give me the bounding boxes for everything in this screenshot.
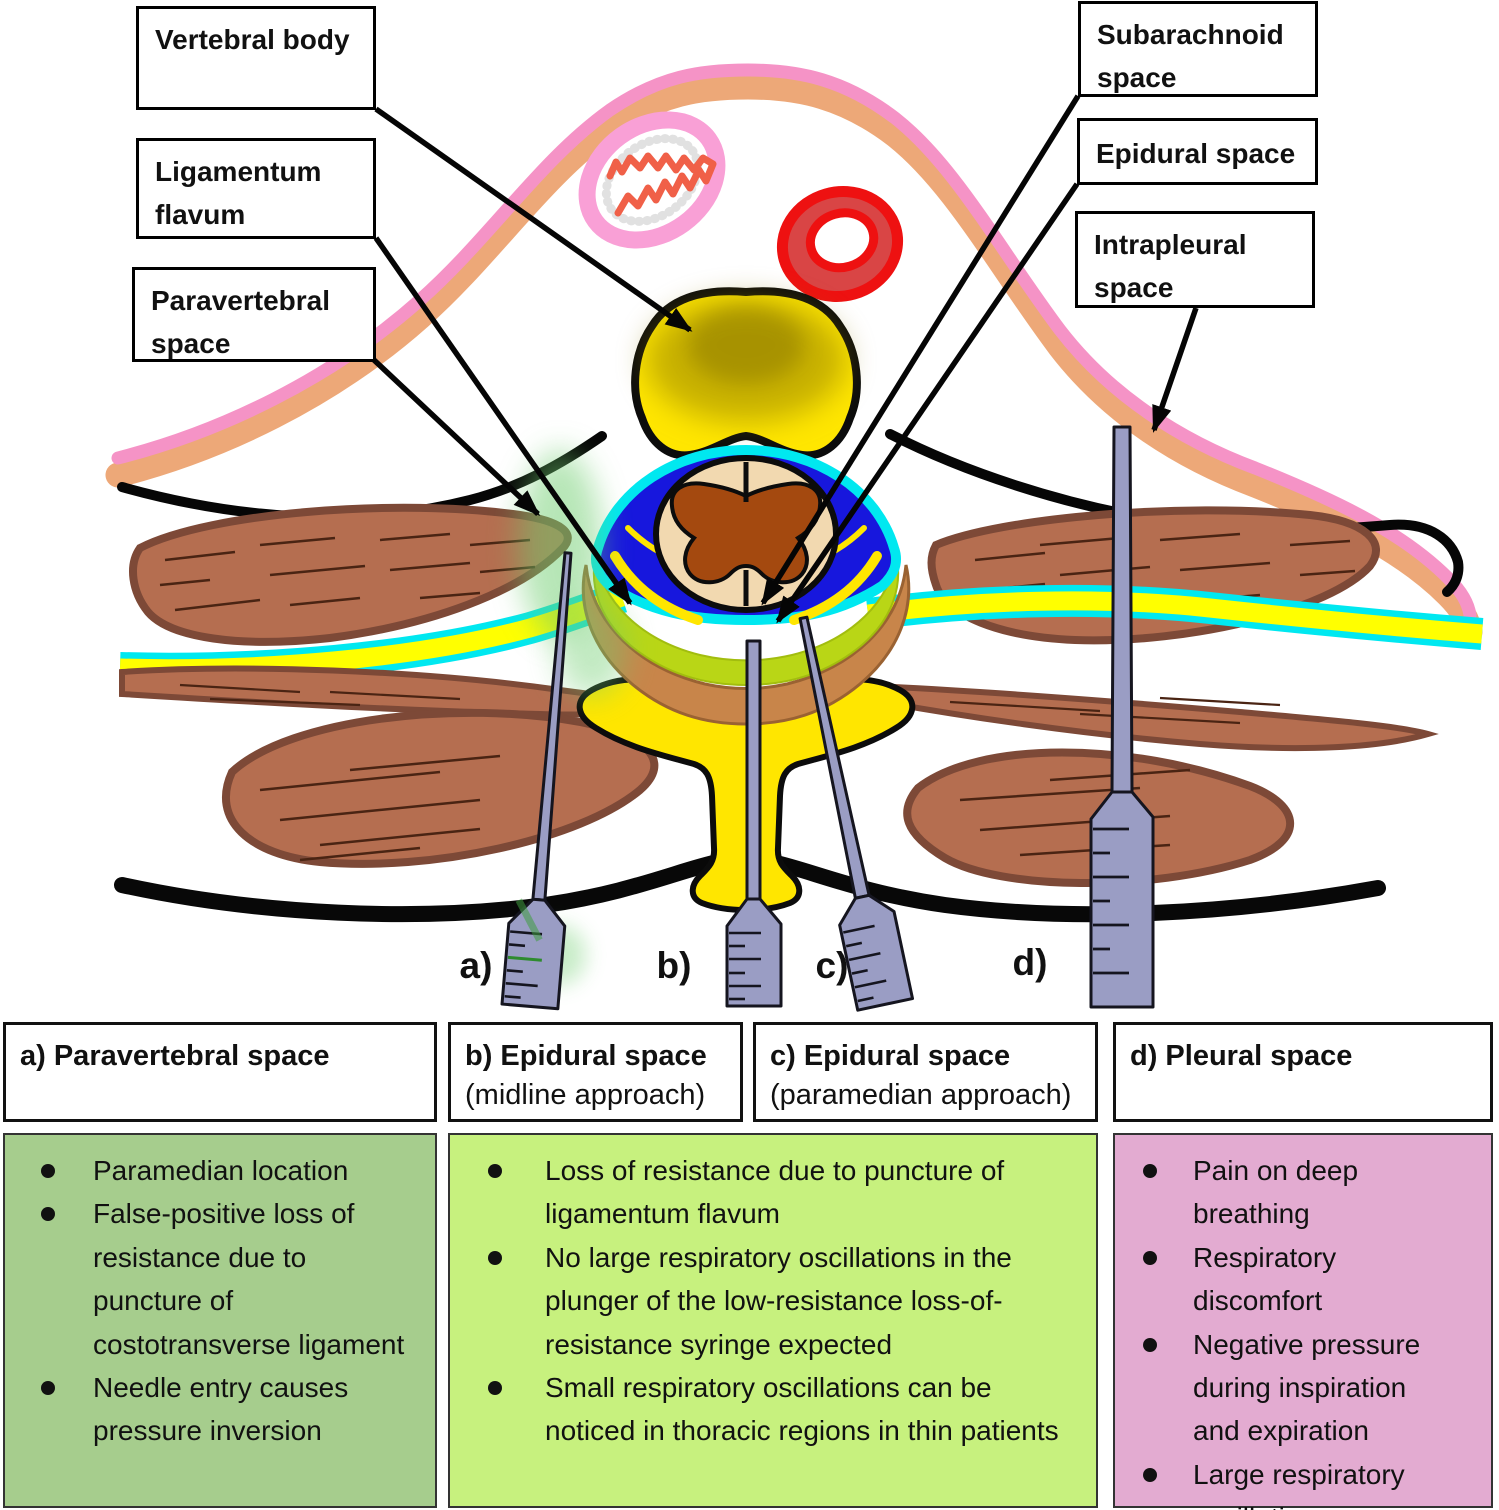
aorta [776, 186, 904, 302]
bullet-item: No large respiratory oscillations in the… [450, 1236, 1080, 1366]
arrow-subarachnoid [760, 94, 1081, 606]
needle-c [798, 615, 915, 1012]
anatomy-illustration: a) b) c) d) [105, 63, 1484, 1012]
label-paravertebral-space: Paravertebral space [132, 267, 376, 362]
panel-d-title: d) Pleural space [1130, 1040, 1353, 1072]
bullet-text: No large respiratory oscillations in the… [545, 1241, 1012, 1360]
arrow-paravertebral [372, 357, 541, 517]
panel-d-header: d) Pleural space [1113, 1022, 1493, 1122]
label-vertebral-body: Vertebral body [136, 6, 376, 110]
bullet-text: Small respiratory oscillations can be no… [545, 1371, 1059, 1447]
bullet-item: Large respiratory oscillations expected [1115, 1453, 1475, 1510]
panel-c-note: (paramedian approach) [770, 1079, 1072, 1112]
bullet-item: Loss of resistance due to puncture of li… [450, 1149, 1080, 1236]
muscle-lower-left [222, 708, 659, 868]
bullet-text: Large respiratory oscillations expected [1193, 1458, 1405, 1510]
panel-a-content: Paramedian location False-positive loss … [3, 1133, 437, 1508]
panel-c-title: c) Epidural space [770, 1040, 1011, 1072]
needle-label-d: d) [1013, 942, 1048, 983]
panel-bc-bullet-list: Loss of resistance due to puncture of li… [450, 1135, 1096, 1463]
bullet-item: False-positive loss of resistance due to… [5, 1192, 419, 1366]
gray-matter [669, 481, 823, 585]
lamina-arch [581, 564, 911, 726]
muscle-thin-right [869, 682, 1439, 752]
label-epidural-space: Epidural space [1077, 118, 1318, 185]
bullet-item: Negative pressure during inspiration and… [1115, 1323, 1475, 1453]
arrow-intrapleural [1151, 307, 1199, 433]
panel-c-header: c) Epidural space (paramedian approach) [753, 1022, 1098, 1122]
panel-a-header: a) Paravertebral space [3, 1022, 437, 1122]
vertebral-body [631, 287, 861, 460]
bullet-text: Pain on deep breathing [1193, 1155, 1359, 1230]
arrow-epidural [775, 182, 1080, 624]
bullet-item: Needle entry causes pressure inversion [5, 1366, 419, 1453]
arrow-ligamentum-flavum [373, 236, 633, 606]
bullet-item: Paramedian location [5, 1149, 419, 1192]
panel-b-header: b) Epidural space (midline approach) [448, 1022, 743, 1122]
needle-d [1089, 425, 1155, 1009]
bullet-text: Respiratory discomfort [1193, 1241, 1337, 1317]
label-intrapleural-space: Intrapleural space [1075, 211, 1315, 308]
panel-d-content: Pain on deep breathing Respiratory disco… [1113, 1133, 1493, 1510]
label-subarachnoid-space: Subarachnoid space [1078, 1, 1318, 97]
needle-label-c: c) [816, 945, 849, 986]
panel-a-bullet-list: Paramedian location False-positive loss … [5, 1135, 435, 1463]
needle-label-b: b) [657, 945, 692, 986]
bullet-item: Respiratory discomfort [1115, 1236, 1475, 1323]
callout-arrows [372, 94, 1199, 624]
muscle-upper-left [129, 503, 572, 646]
panel-a-title: a) Paravertebral space [20, 1040, 330, 1072]
bullet-text: Paramedian location [93, 1155, 349, 1186]
bullet-text: Needle entry causes pressure inversion [93, 1371, 349, 1447]
bullet-item: Small respiratory oscillations can be no… [450, 1366, 1080, 1453]
bullet-text: Loss of resistance due to puncture of li… [545, 1155, 1005, 1230]
bullet-text: False-positive loss of resistance due to… [93, 1198, 405, 1360]
panel-b-title: b) Epidural space [465, 1040, 707, 1072]
panel-bc-content: Loss of resistance due to puncture of li… [448, 1133, 1098, 1508]
arrow-vertebral-body [374, 106, 693, 333]
label-ligamentum-flavum: Ligamentum flavum [136, 138, 376, 239]
panel-d-bullet-list: Pain on deep breathing Respiratory disco… [1115, 1135, 1491, 1510]
bullet-item: Pain on deep breathing [1115, 1149, 1475, 1236]
esophagus-mucosa [606, 152, 717, 217]
panel-b-note: (midline approach) [465, 1079, 706, 1112]
intercostal-band-right [866, 584, 1484, 650]
needle-label-a: a) [460, 945, 493, 986]
needle-a [500, 551, 573, 1011]
ligamentum-flavum-band [592, 554, 900, 687]
needle-b [725, 639, 783, 1008]
bullet-text: Negative pressure during inspiration and… [1193, 1328, 1421, 1447]
